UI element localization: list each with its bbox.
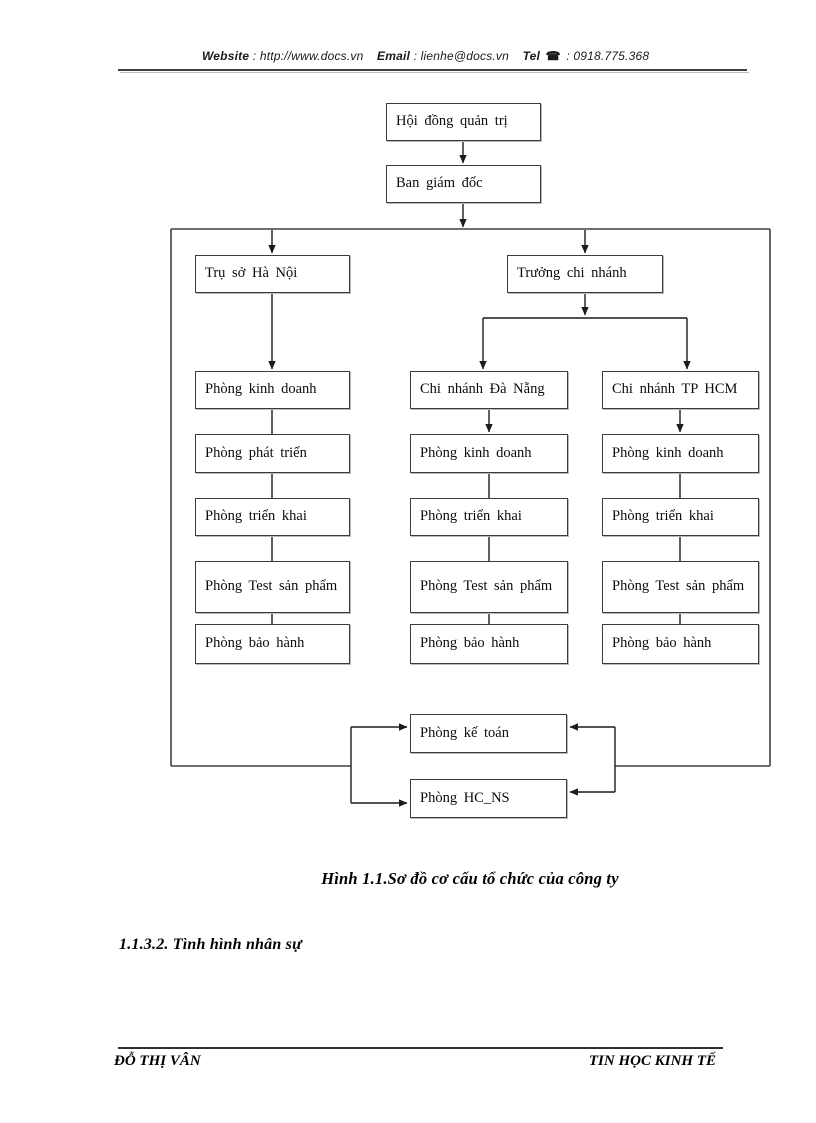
telephone-icon: ☎ (545, 49, 561, 63)
org-node-ban-giam-doc: Ban giám đốc (386, 165, 541, 203)
org-node-hcm-trien-khai: Phòng triển khai (602, 498, 759, 536)
org-node-cn-tp-hcm: Chi nhánh TP HCM (602, 371, 759, 409)
org-node-hcm-bao-hanh: Phòng bảo hành (602, 624, 759, 664)
org-node-hn-phat-trien: Phòng phát triển (195, 434, 350, 473)
org-node-hn-bao-hanh: Phòng bảo hành (195, 624, 350, 664)
header-website-label: Website (202, 49, 250, 63)
footer-author: ĐỖ THỊ VÂN (114, 1053, 201, 1069)
org-node-ke-toan: Phòng kế toán (410, 714, 567, 753)
org-chart-connectors (170, 142, 771, 807)
footer-department: TIN HỌC KINH TẾ (588, 1053, 716, 1069)
org-node-hoi-dong-quan-tri: Hội đồng quản trị (386, 103, 541, 141)
figure-caption: Hình 1.1.Sơ đồ cơ cấu tổ chức của công t… (321, 869, 619, 888)
section-heading: 1.1.3.2. Tình hình nhân sự (119, 936, 302, 953)
org-node-hcm-kinh-doanh: Phòng kinh doanh (602, 434, 759, 473)
footer-rule (118, 1047, 723, 1049)
header-tel-value: : 0918.775.368 (566, 49, 650, 63)
org-node-cn-da-nang: Chi nhánh Đà Nẵng (410, 371, 568, 409)
org-node-hn-test-san-pham: Phòng Test sản phẩm (195, 561, 350, 613)
org-node-dn-test-san-pham: Phòng Test sản phẩm (410, 561, 568, 613)
org-node-hn-kinh-doanh: Phòng kinh doanh (195, 371, 350, 409)
org-node-tru-so-ha-noi: Trụ sở Hà Nội (195, 255, 350, 293)
header-rule-shadow (120, 72, 749, 73)
header-rule (118, 69, 747, 71)
org-node-truong-chi-nhanh: Trưởng chi nhánh (507, 255, 663, 293)
org-node-hcm-test-san-pham: Phòng Test sản phẩm (602, 561, 759, 613)
header-email-value: : lienhe@docs.vn (413, 49, 510, 63)
org-node-dn-trien-khai: Phòng triển khai (410, 498, 568, 536)
org-node-hc-ns: Phòng HC_NS (410, 779, 567, 818)
org-node-dn-bao-hanh: Phòng bảo hành (410, 624, 568, 664)
page-header: Website : http://www.docs.vn Email : lie… (202, 49, 649, 63)
org-node-hn-trien-khai: Phòng triển khai (195, 498, 350, 536)
org-node-dn-kinh-doanh: Phòng kinh doanh (410, 434, 568, 473)
header-tel-label: Tel (522, 49, 541, 63)
header-website-value: : http://www.docs.vn (252, 49, 364, 63)
header-email-label: Email (377, 49, 411, 63)
